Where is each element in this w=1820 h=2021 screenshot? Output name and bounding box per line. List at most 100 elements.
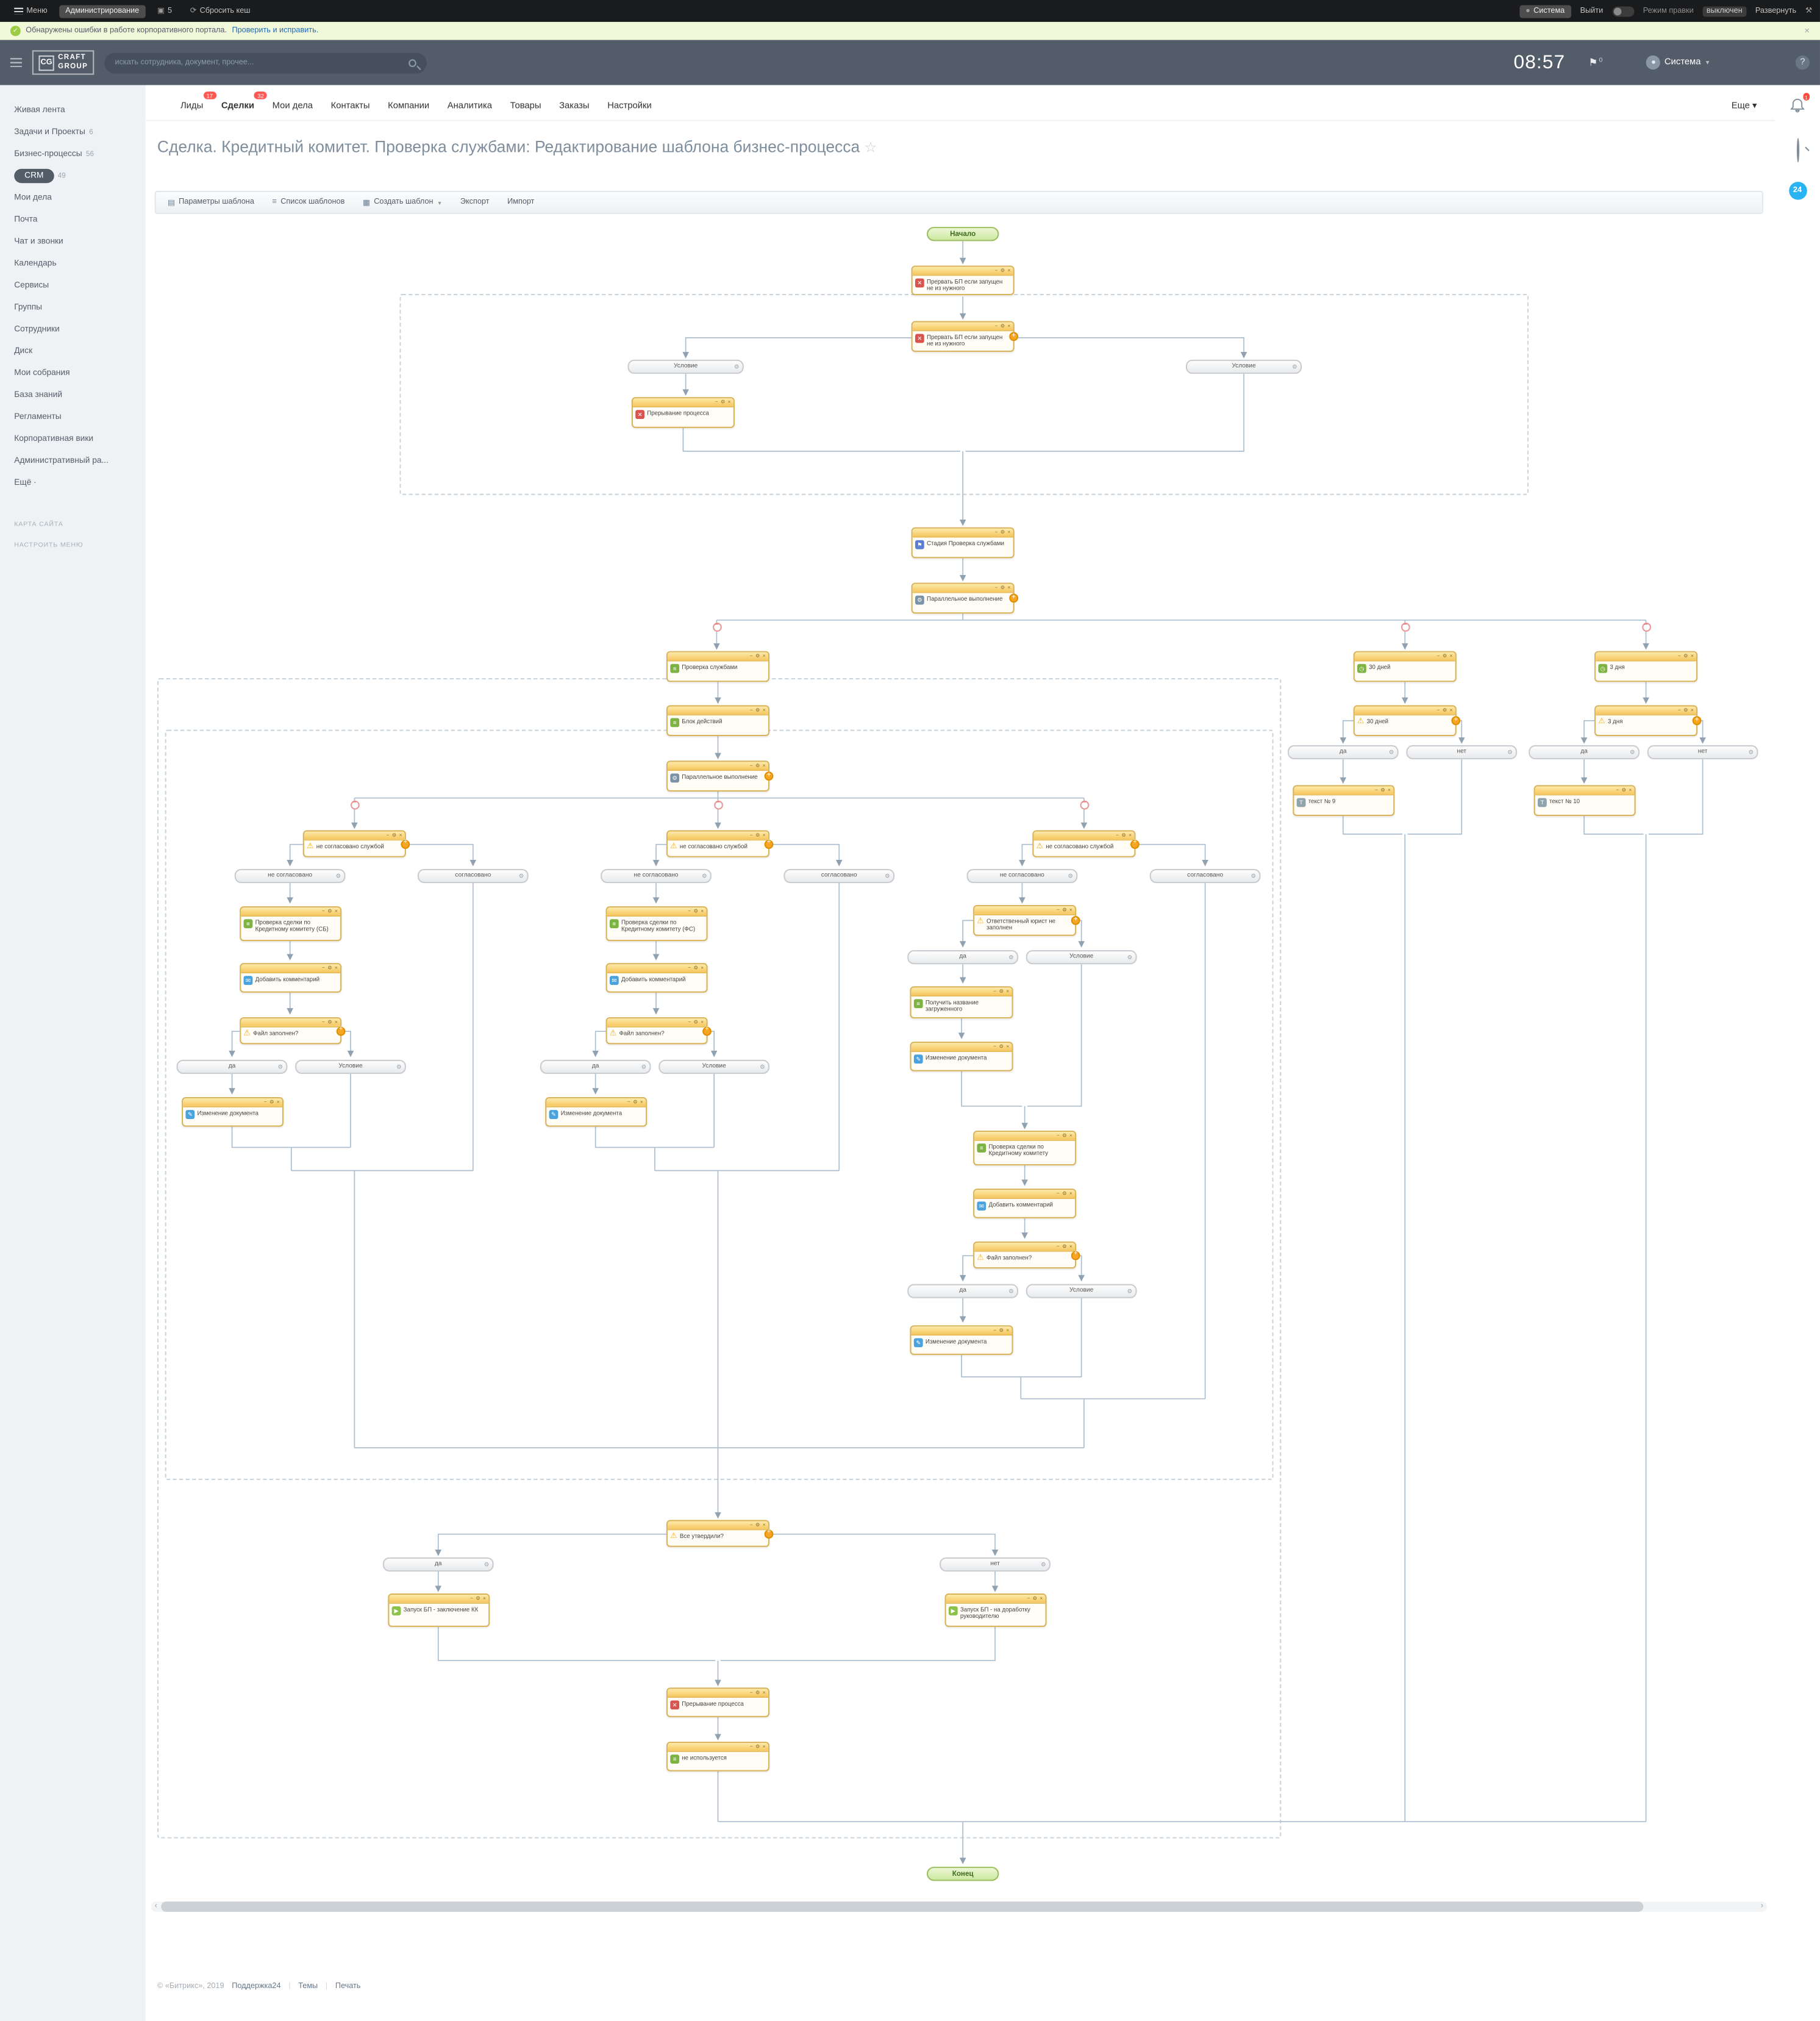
gear-icon[interactable]: ⚙ [519,872,524,880]
flag-counter[interactable]: ⚑ 0 [1588,57,1602,68]
flow-activity-node[interactable]: −⚙×✎Изменение документа [182,1097,284,1127]
sidebar-item-мои-собрания[interactable]: Мои собрания [0,362,146,384]
flow-condition-branch[interactable]: да⚙ [907,950,1018,964]
minimize-icon[interactable]: − [1057,1191,1060,1196]
minimize-icon[interactable]: − [688,909,691,914]
node-settings-icon[interactable]: ⚙ [1443,654,1447,659]
flow-condition-branch[interactable]: Условие⚙ [1026,950,1137,964]
flow-activity-node[interactable]: −⚙×≡Проверка сделки по Кредитному комите… [240,906,341,941]
add-branch-icon[interactable]: + [1451,716,1460,725]
node-settings-icon[interactable]: ⚙ [1001,324,1005,329]
add-branch-icon[interactable]: + [765,839,774,848]
flow-condition-node[interactable]: −⚙×⚠Файл заполнен?+ [240,1017,341,1044]
node-close-icon[interactable]: × [763,708,766,713]
minimize-icon[interactable]: − [1678,654,1681,659]
node-close-icon[interactable]: × [763,1744,766,1749]
node-settings-icon[interactable]: ⚙ [1622,788,1627,793]
tab-мои дела[interactable]: Мои дела [273,102,313,111]
add-branch-icon[interactable]: + [1009,593,1018,603]
tab-more[interactable]: Еще ▾ [1732,101,1757,111]
node-settings-icon[interactable]: ⚙ [1380,788,1385,793]
node-close-icon[interactable]: × [701,1020,704,1025]
sidebar-item-группы[interactable]: Группы [0,296,146,318]
minimize-icon[interactable]: − [1027,1596,1030,1601]
node-close-icon[interactable]: × [1691,708,1694,713]
node-settings-icon[interactable]: ⚙ [1001,530,1005,535]
sidebar-item-ещ-[interactable]: Ещё · [0,472,146,494]
alert-close-icon[interactable]: × [1804,26,1810,35]
minimize-icon[interactable]: − [994,530,997,535]
edit-mode-toggle[interactable] [1612,6,1634,16]
flow-condition-branch[interactable]: да⚙ [907,1284,1018,1298]
search-input[interactable] [115,59,404,66]
gear-icon[interactable]: ⚙ [885,872,890,880]
создать-шаблон-button[interactable]: ▦Создать шаблон▼ [363,198,442,207]
gear-icon[interactable]: ⚙ [1127,1287,1133,1295]
collapse-branch-icon[interactable]: − [350,800,359,809]
node-settings-icon[interactable]: ⚙ [999,1044,1004,1049]
flow-activity-node[interactable]: −⚙×✕Прервать БП если запущен не из нужно… [912,265,1015,295]
add-branch-icon[interactable]: + [1071,916,1080,925]
flow-activity-node[interactable]: −⚙×≡Проверка службами [666,651,769,682]
flow-activity-node[interactable]: −⚙×≡Проверка сделки по Кредитному комите… [973,1131,1076,1165]
add-branch-icon[interactable]: + [702,1026,712,1036]
flow-condition-node[interactable]: −⚙×⚠не согласовано службой+ [303,830,406,857]
flow-condition-node[interactable]: −⚙×⚠Ответственный юрист не заполнен+ [973,905,1076,936]
node-settings-icon[interactable]: ⚙ [1062,1244,1067,1249]
flow-condition-branch[interactable]: не согласовано⚙ [601,869,712,883]
gear-icon[interactable]: ⚙ [1251,872,1257,880]
minimize-icon[interactable]: − [750,1690,753,1695]
gear-icon[interactable]: ⚙ [277,1063,283,1071]
minimize-icon[interactable]: − [994,585,997,590]
flow-activity-node[interactable]: −⚙×⚑Стадия Проверка службами [912,528,1015,559]
flow-condition-branch[interactable]: Условие⚙ [1186,360,1302,374]
minimize-icon[interactable]: − [264,1100,267,1104]
node-settings-icon[interactable]: ⚙ [1062,1133,1067,1138]
minimize-icon[interactable]: − [993,1328,996,1332]
node-settings-icon[interactable]: ⚙ [755,763,760,768]
node-close-icon[interactable]: × [1006,989,1009,993]
sidebar-item-сервисы[interactable]: Сервисы [0,274,146,296]
minimize-icon[interactable]: − [322,1020,325,1025]
menu-button[interactable]: Меню [8,4,54,17]
expand-link[interactable]: Развернуть [1755,7,1796,15]
node-settings-icon[interactable]: ⚙ [755,1690,760,1695]
alert-fix-link[interactable]: Проверить и исправить. [232,27,318,35]
flow-condition-node[interactable]: −⚙×⚠Все утвердили?+ [666,1520,769,1547]
minimize-icon[interactable]: − [1678,708,1681,713]
minimize-icon[interactable]: − [1437,654,1440,659]
node-close-icon[interactable]: × [1007,530,1010,535]
minimize-icon[interactable]: − [322,909,325,914]
sidebar-item-диск[interactable]: Диск [0,340,146,362]
sidebar-item-корпоративная-вики[interactable]: Корпоративная вики [0,428,146,450]
sidebar-item-живая-лента[interactable]: Живая лента [0,99,146,121]
minimize-icon[interactable]: − [387,833,390,838]
collapse-branch-icon[interactable]: − [1641,622,1650,631]
gear-icon[interactable]: ⚙ [702,872,707,880]
minimize-icon[interactable]: − [750,1744,753,1749]
node-close-icon[interactable]: × [335,909,338,914]
sidebar-item-административный-ра-[interactable]: Административный ра... [0,450,146,472]
node-close-icon[interactable]: × [1007,585,1010,590]
minimize-icon[interactable]: − [1375,788,1378,793]
node-settings-icon[interactable]: ⚙ [1032,1596,1037,1601]
node-close-icon[interactable]: × [277,1100,280,1104]
sidebar-footer-link[interactable]: НАСТРОИТЬ МЕНЮ [14,535,146,556]
gear-icon[interactable]: ⚙ [1507,748,1513,756]
sidebar-item-регламенты[interactable]: Регламенты [0,406,146,428]
flow-condition-node[interactable]: −⚙×⚠3 дня+ [1594,705,1697,736]
tab-лиды[interactable]: Лиды17 [180,102,203,111]
node-settings-icon[interactable]: ⚙ [755,654,760,659]
node-settings-icon[interactable]: ⚙ [721,399,726,404]
node-settings-icon[interactable]: ⚙ [999,1328,1004,1332]
tab-аналитика[interactable]: Аналитика [448,102,492,111]
sidebar-item-задачи-и-проекты[interactable]: Задачи и Проекты6 [0,121,146,143]
node-settings-icon[interactable]: ⚙ [1121,833,1126,838]
gear-icon[interactable]: ⚙ [336,872,341,880]
flow-condition-branch[interactable]: согласовано⚙ [418,869,529,883]
support-link[interactable]: Поддержка24 [232,1983,280,1991]
node-close-icon[interactable]: × [399,833,402,838]
flow-condition-branch[interactable]: да⚙ [1288,745,1399,759]
tab-заказы[interactable]: Заказы [559,102,589,111]
minimize-icon[interactable]: − [993,1044,996,1049]
